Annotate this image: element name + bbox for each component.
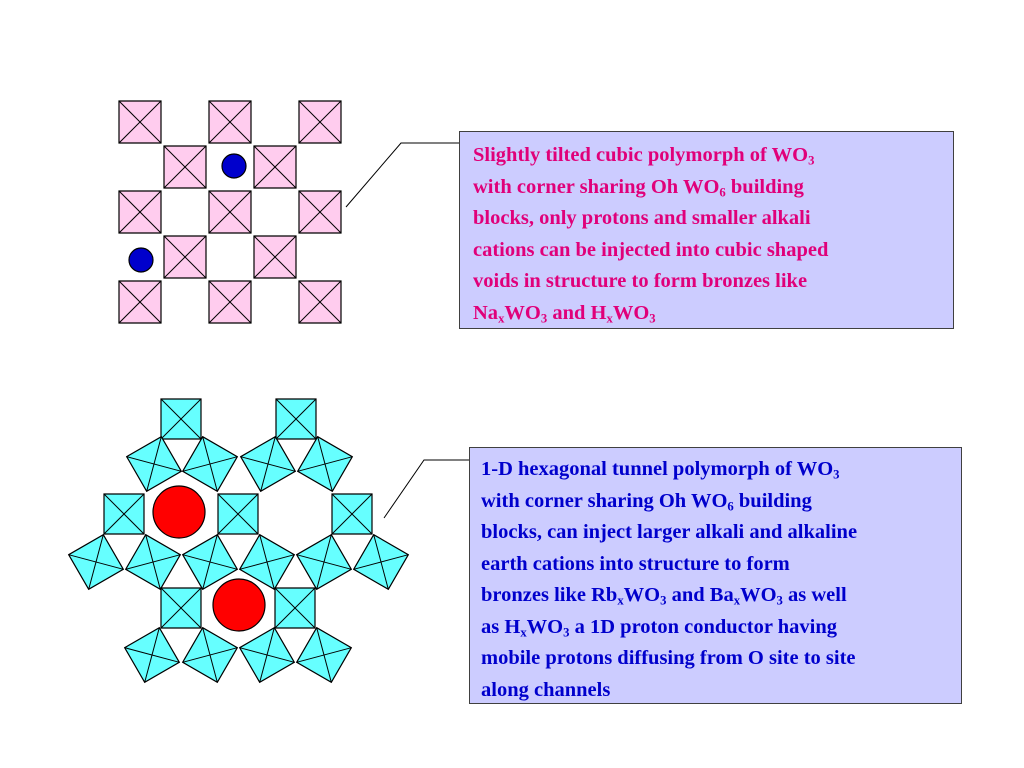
octahedron — [118, 190, 162, 234]
text-run: Na — [473, 301, 499, 324]
text-run: with corner sharing Oh WO — [473, 175, 720, 198]
text-line: bronzes like RbxWO3 and BaxWO3 as well — [481, 580, 955, 612]
subscript: 6 — [727, 499, 734, 514]
subscript: 3 — [833, 467, 840, 482]
text-line: NaxWO3 and HxWO3 — [473, 298, 947, 330]
cation — [212, 578, 266, 632]
text-run: WO — [526, 615, 564, 638]
subscript: x — [606, 311, 613, 326]
text-run: as well — [782, 584, 847, 606]
octahedron — [217, 493, 259, 535]
cation — [152, 485, 206, 539]
hexagonal-polymorph-structure — [67, 398, 410, 684]
octahedron — [208, 190, 252, 234]
octahedron — [253, 145, 297, 189]
text-line: with corner sharing Oh WO6 building — [481, 486, 955, 518]
octahedron — [160, 398, 202, 440]
octahedron — [103, 493, 145, 535]
text-run: 1-D hexagonal tunnel polymorph of WO — [481, 458, 834, 480]
cation — [221, 153, 247, 179]
subscript: 3 — [776, 593, 783, 608]
top-callout-leader-line — [345, 142, 459, 208]
text-run: WO — [740, 584, 777, 606]
octahedron — [298, 280, 342, 324]
text-run: bronzes like Rb — [481, 584, 618, 606]
text-run: and Ba — [666, 584, 734, 606]
octahedron — [208, 100, 252, 144]
subscript: 3 — [649, 311, 656, 326]
bottom-callout-leader-line — [383, 459, 469, 519]
hexagonal-polymorph-description: 1-D hexagonal tunnel polymorph of WO3 wi… — [469, 447, 962, 704]
octahedron — [160, 587, 202, 629]
subscript: x — [617, 593, 624, 608]
cubic-polymorph-description: Slightly tilted cubic polymorph of WO3 w… — [459, 131, 954, 329]
text-line: 1-D hexagonal tunnel polymorph of WO3 — [481, 454, 955, 486]
subscript: 3 — [808, 153, 815, 168]
octahedron — [163, 235, 207, 279]
octahedron — [239, 435, 297, 493]
octahedron — [118, 280, 162, 324]
text-line: blocks, can inject larger alkali and alk… — [481, 521, 858, 543]
text-line: Slightly tilted cubic polymorph of WO3 — [473, 140, 947, 172]
octahedron — [181, 533, 239, 591]
text-run: Slightly tilted cubic polymorph of WO — [473, 144, 809, 166]
text-run: with corner sharing Oh WO — [481, 489, 728, 512]
subscript: x — [498, 311, 505, 326]
octahedron — [295, 626, 353, 684]
text-run: WO — [623, 584, 661, 606]
text-run: and H — [547, 301, 607, 324]
octahedron — [118, 100, 162, 144]
text-line: mobile protons diffusing from O site to … — [481, 647, 856, 669]
octahedron — [296, 435, 354, 493]
octahedron — [123, 626, 181, 684]
octahedron — [274, 587, 316, 629]
subscript: x — [733, 593, 741, 608]
octahedron — [181, 626, 239, 684]
octahedron — [331, 493, 373, 535]
subscript: 3 — [563, 625, 570, 640]
text-run: WO — [612, 301, 650, 324]
subscript: 6 — [719, 185, 726, 200]
cubic-polymorph-structure — [118, 100, 342, 324]
text-run: building — [733, 489, 812, 512]
octahedron — [295, 533, 353, 591]
subscript: 3 — [660, 593, 667, 608]
octahedron — [208, 280, 252, 324]
text-line: earth cations into structure to form — [481, 552, 790, 575]
text-run: a 1D proton conductor having — [569, 615, 837, 638]
octahedron — [163, 145, 207, 189]
text-line: cations can be injected into cubic shape… — [473, 238, 829, 261]
text-line: as HxWO3 a 1D proton conductor having — [481, 612, 955, 644]
octahedron — [253, 235, 297, 279]
text-line: blocks, only protons and smaller alkali — [473, 207, 811, 229]
cation — [128, 247, 154, 273]
octahedron — [181, 435, 239, 493]
octahedron — [298, 190, 342, 234]
octahedron — [125, 435, 183, 493]
text-line: with corner sharing Oh WO6 building — [473, 172, 947, 204]
octahedron — [124, 533, 182, 591]
octahedron — [67, 533, 125, 591]
subscript: x — [520, 625, 527, 640]
octahedron — [275, 398, 317, 440]
octahedron — [298, 100, 342, 144]
octahedron — [352, 533, 410, 591]
text-run: building — [725, 175, 804, 198]
subscript: 3 — [540, 311, 548, 326]
text-run: WO — [504, 301, 541, 324]
text-line: voids in structure to form bronzes like — [473, 270, 808, 292]
text-run: as H — [481, 615, 521, 638]
octahedron — [238, 626, 296, 684]
text-line: along channels — [481, 678, 611, 701]
octahedron — [238, 533, 296, 591]
